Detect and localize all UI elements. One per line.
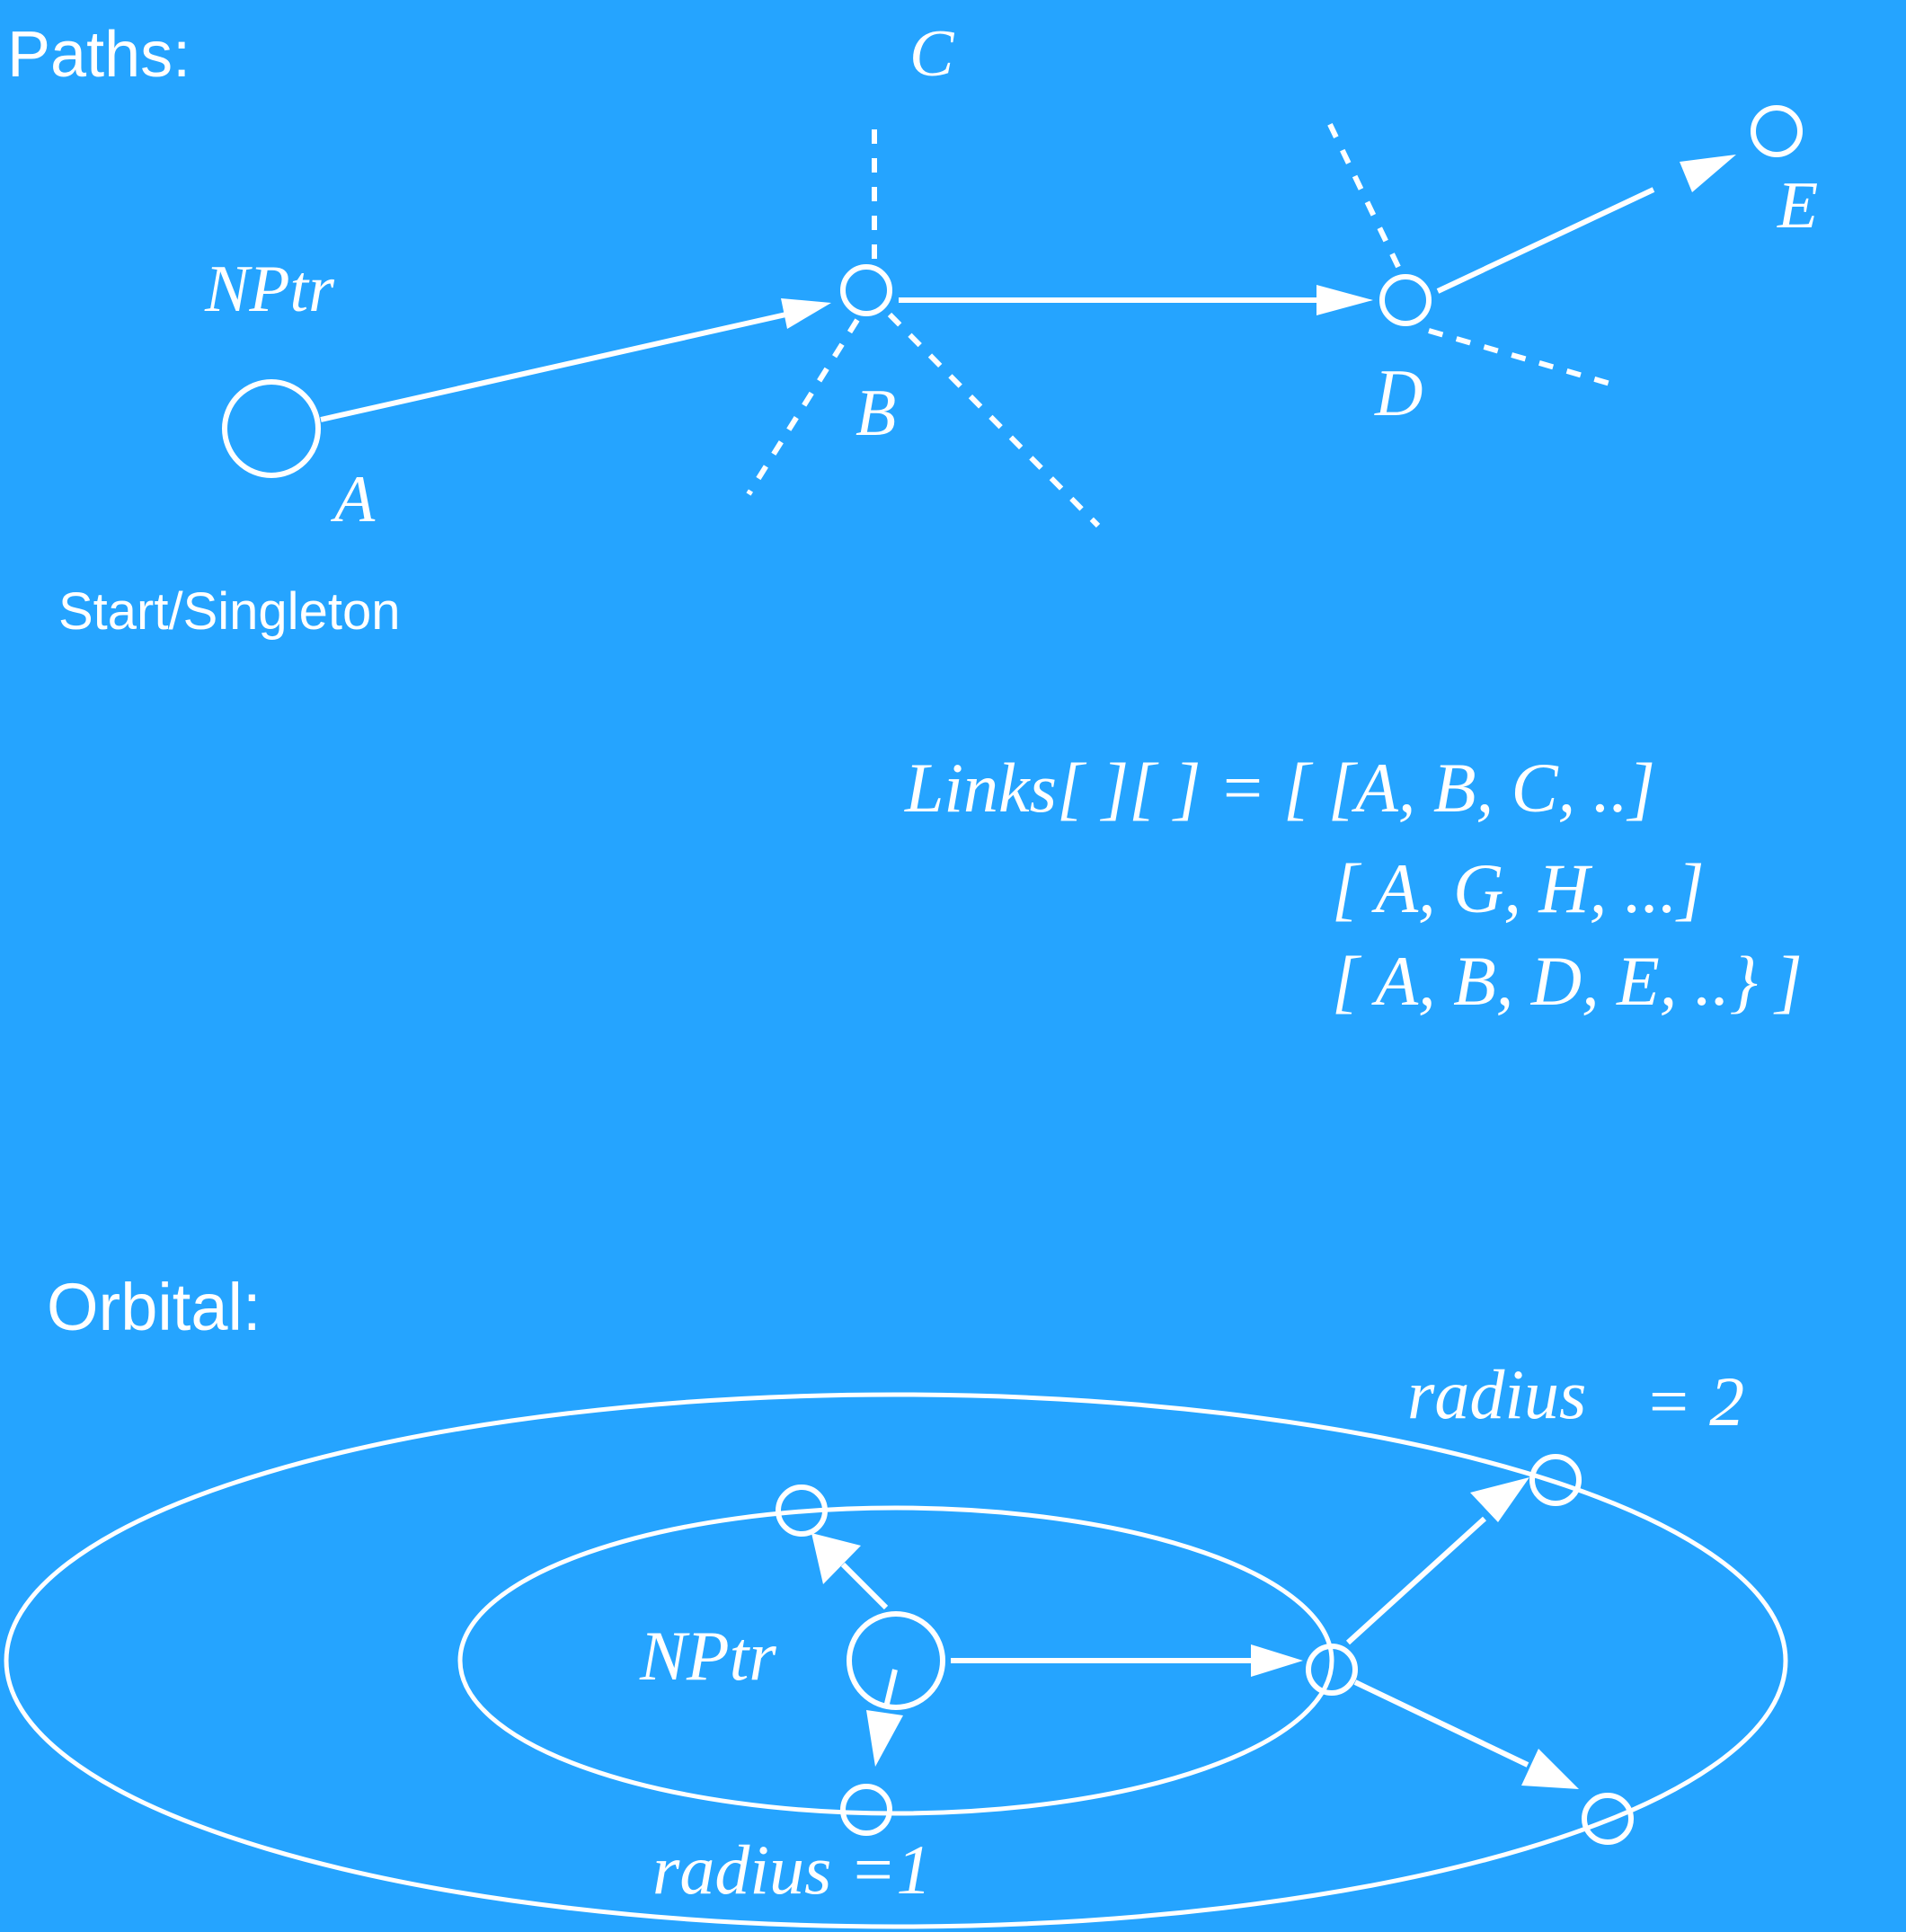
edge-a-b [320,309,799,422]
arrowhead-right-lower [1521,1749,1579,1789]
branch-d-lower [1428,328,1620,389]
radius-outer-label: radius [1407,1355,1586,1433]
branch-d-upper [1324,115,1401,269]
edge-right-upper [1345,1516,1487,1645]
orbital-heading: Orbital: [47,1270,262,1344]
links-line-3: [ A, B, D, E, ..} ] [1332,942,1803,1020]
edge-right-lower [1353,1679,1529,1768]
node-a [222,379,321,478]
branch-b-lower-left [746,318,860,496]
node-e-label: E [1777,169,1818,243]
outer-orbit [4,1392,1788,1929]
arrowhead-center-right [1251,1644,1303,1677]
arrowhead-d-e [1680,155,1736,192]
orbital-center-node [847,1611,945,1710]
edge-d-e [1436,187,1655,294]
arrowhead-right-upper [1470,1477,1529,1522]
radius-inner-label: radius =1 [652,1830,932,1909]
arrowhead-a-b [781,298,831,329]
orbital-node-right [1306,1644,1358,1696]
node-a-label: A [330,463,376,536]
node-d-label: D [1374,357,1423,430]
orbital-node-bottom [840,1784,892,1836]
inner-orbit [457,1505,1334,1816]
arrowhead-center-top [811,1533,861,1584]
links-line-2: [ A, G, H, ...] [1332,849,1705,927]
links-line-1: Links[ ][ ] = [ [A, B, C, ..] [904,749,1655,827]
node-c-label: C [909,17,955,91]
node-e [1751,105,1803,157]
orbital-pointer-label: NPtr [639,1617,776,1695]
edge-center-bottom [883,1669,898,1708]
node-b [840,264,892,316]
node-b-label: B [855,377,896,450]
arrowhead-center-bottom [866,1710,903,1767]
arrowhead-b-d [1316,285,1373,315]
branch-b-lower-right [887,312,1101,528]
radius-outer-value: = 2 [1644,1362,1744,1440]
node-d [1379,274,1432,326]
edge-center-top [840,1562,889,1610]
orbital-node-top [776,1484,828,1537]
paths-heading: Paths: [7,19,191,91]
orbital-node-outer-upper [1529,1454,1582,1506]
paths-pointer-label: NPtr [204,253,335,326]
orbital-node-outer-lower [1582,1793,1634,1845]
start-singleton-caption: Start/Singleton [58,582,400,641]
